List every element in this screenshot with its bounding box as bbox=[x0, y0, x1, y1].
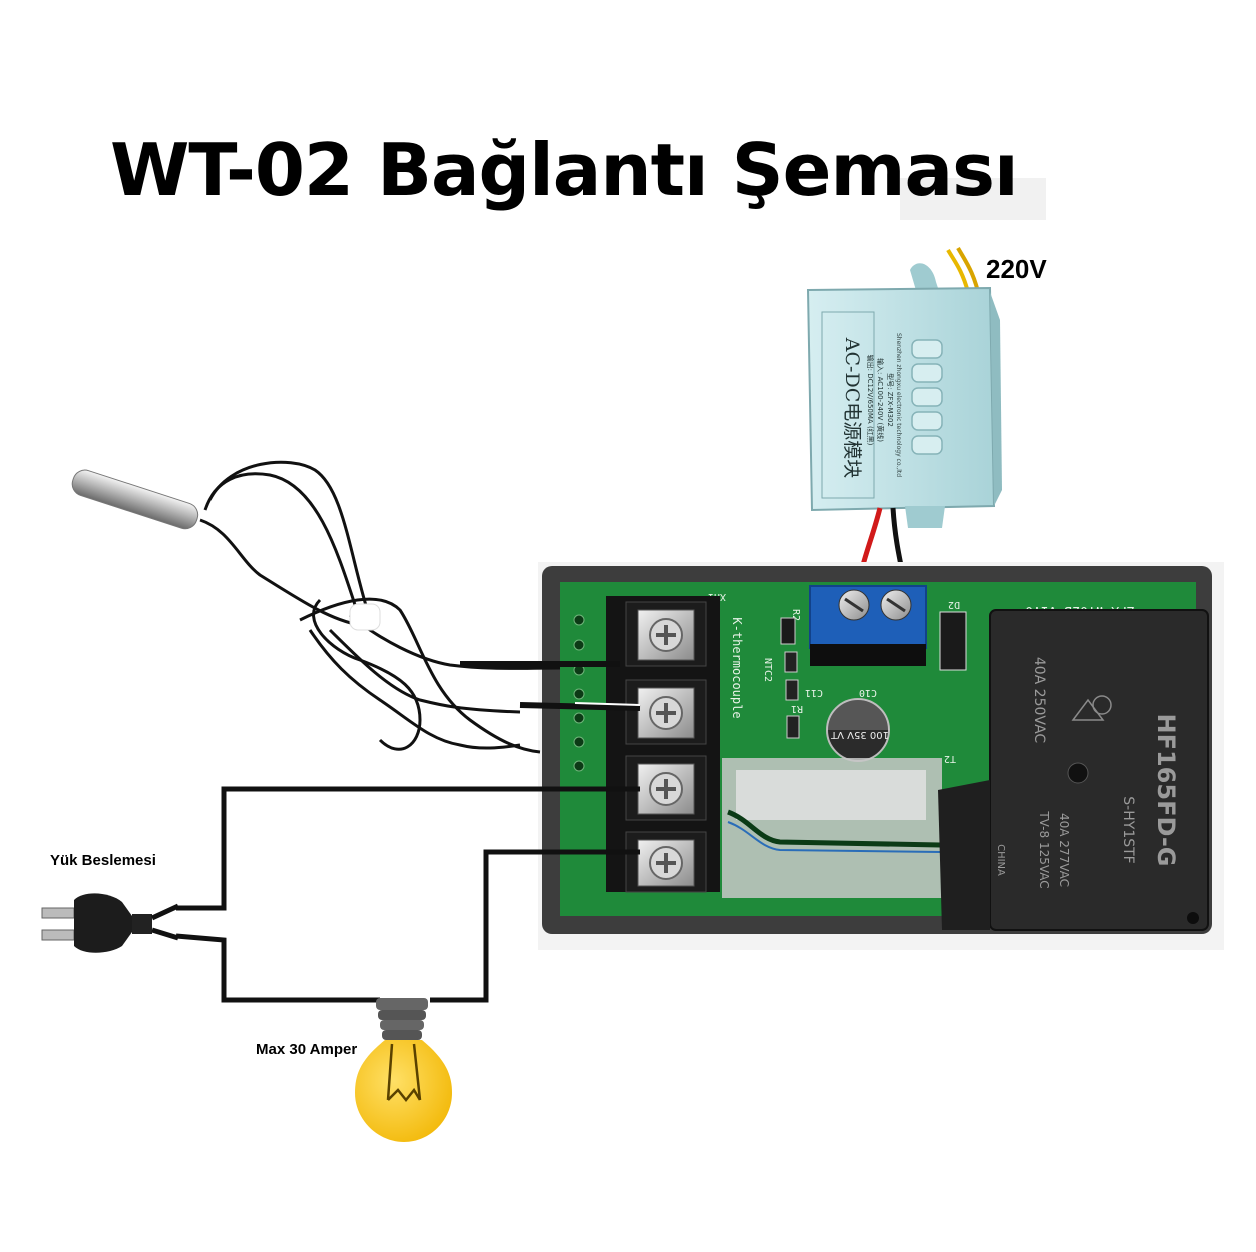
light-bulb-icon bbox=[355, 998, 452, 1142]
power-relay: HF165FD-G S-HY1STF 40A 250VAC 40A 277VAC… bbox=[938, 609, 1209, 931]
relay-rating-277-text: 40A 277VAC bbox=[1057, 813, 1071, 887]
terminal-4 bbox=[625, 831, 707, 893]
load-supply-label: Yük Beslemesi bbox=[50, 852, 156, 869]
board-t2-silk: T2 bbox=[944, 753, 956, 764]
relay-brand-text: HF165FD-G bbox=[1152, 714, 1180, 867]
relay-rating-125-text: TV-8 125VAC bbox=[1037, 810, 1051, 888]
relay-rating-250-text: 40A 250VAC bbox=[1031, 657, 1047, 744]
board-c11-silk: C11 bbox=[805, 687, 823, 698]
ac-dc-power-module: AC-DC电源模块 型号: ZFX-M302 输入: AC100-240V (黄… bbox=[806, 247, 1002, 528]
relay-model-text: S-HY1STF bbox=[1120, 796, 1136, 863]
board-r2-silk: R2 bbox=[790, 609, 801, 621]
max-current-label: Max 30 Amper bbox=[256, 1041, 358, 1058]
board-c10-silk: C10 bbox=[859, 687, 877, 698]
relay-origin-text: CHINA bbox=[995, 844, 1006, 876]
diagram-title: WT-02 Bağlantı Şeması bbox=[110, 128, 1019, 212]
terminal-2 bbox=[625, 679, 707, 745]
capacitor-text: 100 35V VT bbox=[830, 729, 889, 740]
temperature-probe bbox=[71, 460, 641, 754]
plug-icon bbox=[41, 893, 180, 953]
cable-tie bbox=[349, 603, 381, 631]
screw-terminal-block bbox=[606, 596, 720, 893]
probe-lead-2 bbox=[519, 702, 641, 711]
module-input-text: 输入: AC100-240V (黄线) bbox=[876, 358, 885, 442]
title-backdrop bbox=[900, 178, 1046, 220]
board-ntc2-silk: NTC2 bbox=[762, 658, 773, 682]
board-d2-silk: D2 bbox=[948, 599, 960, 610]
board-thermocouple-silk: K-thermocouple bbox=[730, 617, 744, 718]
supply-voltage-label: 220V bbox=[986, 254, 1047, 284]
module-output-text: 输出: DC12V/650MA (红黑) bbox=[866, 355, 875, 446]
module-model-text: 型号: ZFX-M302 bbox=[886, 373, 895, 427]
terminal-1 bbox=[625, 601, 707, 667]
module-maker-text: Shenzhen zhongxu electronic technology c… bbox=[895, 333, 902, 477]
board-r1-silk: R1 bbox=[791, 703, 803, 714]
module-brand-text: AC-DC电源模块 bbox=[841, 337, 863, 478]
dc-input-terminal bbox=[809, 585, 927, 666]
load-wiring bbox=[175, 786, 640, 1003]
